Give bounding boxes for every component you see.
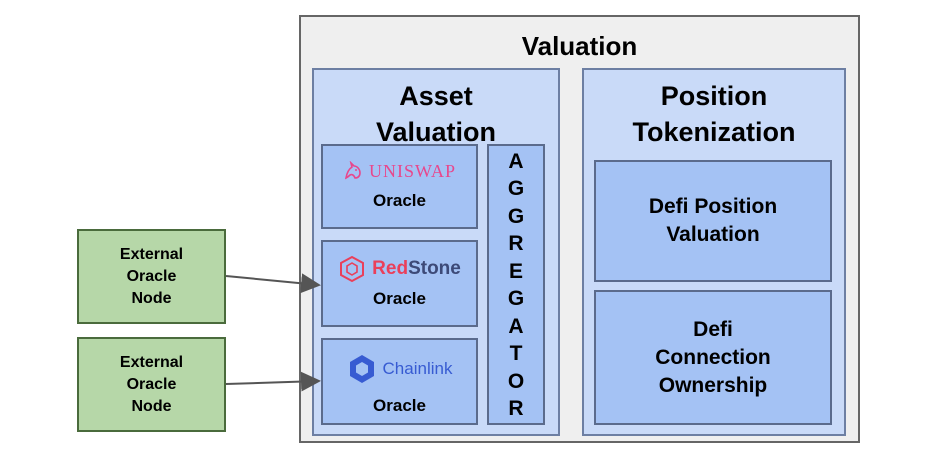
asset-valuation-title: Asset Valuation [375,81,497,147]
aggregator-letter: A [508,314,524,338]
redstone-oracle-box: RedStone Oracle [321,240,478,327]
uniswap-logo: UNISWAP [323,156,476,186]
aggregator-letter: R [508,396,524,420]
external-oracle-node-1: External Oracle Node [77,229,226,324]
hexagon-cube-icon [340,255,365,283]
redstone-logo: RedStone [323,254,476,284]
uniswap-oracle-label: Oracle [373,191,426,210]
aggregator-letter: G [507,204,525,228]
aggregator-letter: E [508,259,523,283]
chainlink-brand-text: Chainlink [382,359,453,378]
redstone-brand-red: Red [372,258,409,279]
valuation-title: Valuation [521,31,638,61]
aggregator-box: A G G R E G A T O R [487,144,545,425]
external-oracle-node-2: External Oracle Node [77,337,226,432]
arrow-external-to-redstone [225,273,321,294]
defi-connection-ownership-label: Defi Connection Ownership [655,317,771,397]
aggregator-letter: T [509,342,523,366]
arrow-external-to-chainlink [225,371,321,392]
uniswap-brand-text: UNISWAP [368,160,456,181]
uniswap-oracle-box: UNISWAP Oracle [321,144,478,229]
external-oracle-node-label: External Oracle Node [119,353,184,415]
aggregator-letter: O [507,369,525,393]
external-oracle-node-label: External Oracle Node [119,245,184,307]
unicorn-icon [344,161,361,180]
defi-position-valuation-box: Defi Position Valuation [594,160,832,282]
aggregator-letter: R [508,232,524,256]
aggregator-letter: A [508,150,524,173]
chainlink-oracle-label: Oracle [373,396,426,415]
chainlink-hexagon-icon [349,355,374,383]
aggregator-letter: G [507,287,525,311]
defi-position-valuation-label: Defi Position Valuation [648,195,778,246]
position-tokenization-title: Position Tokenization [632,81,796,147]
aggregator-letter: G [507,177,525,201]
chainlink-logo: Chainlink [323,352,476,386]
defi-connection-ownership-box: Defi Connection Ownership [594,290,832,425]
redstone-oracle-label: Oracle [373,289,426,308]
redstone-brand-blue: Stone [408,258,461,279]
chainlink-oracle-box: Chainlink Oracle [321,338,478,425]
